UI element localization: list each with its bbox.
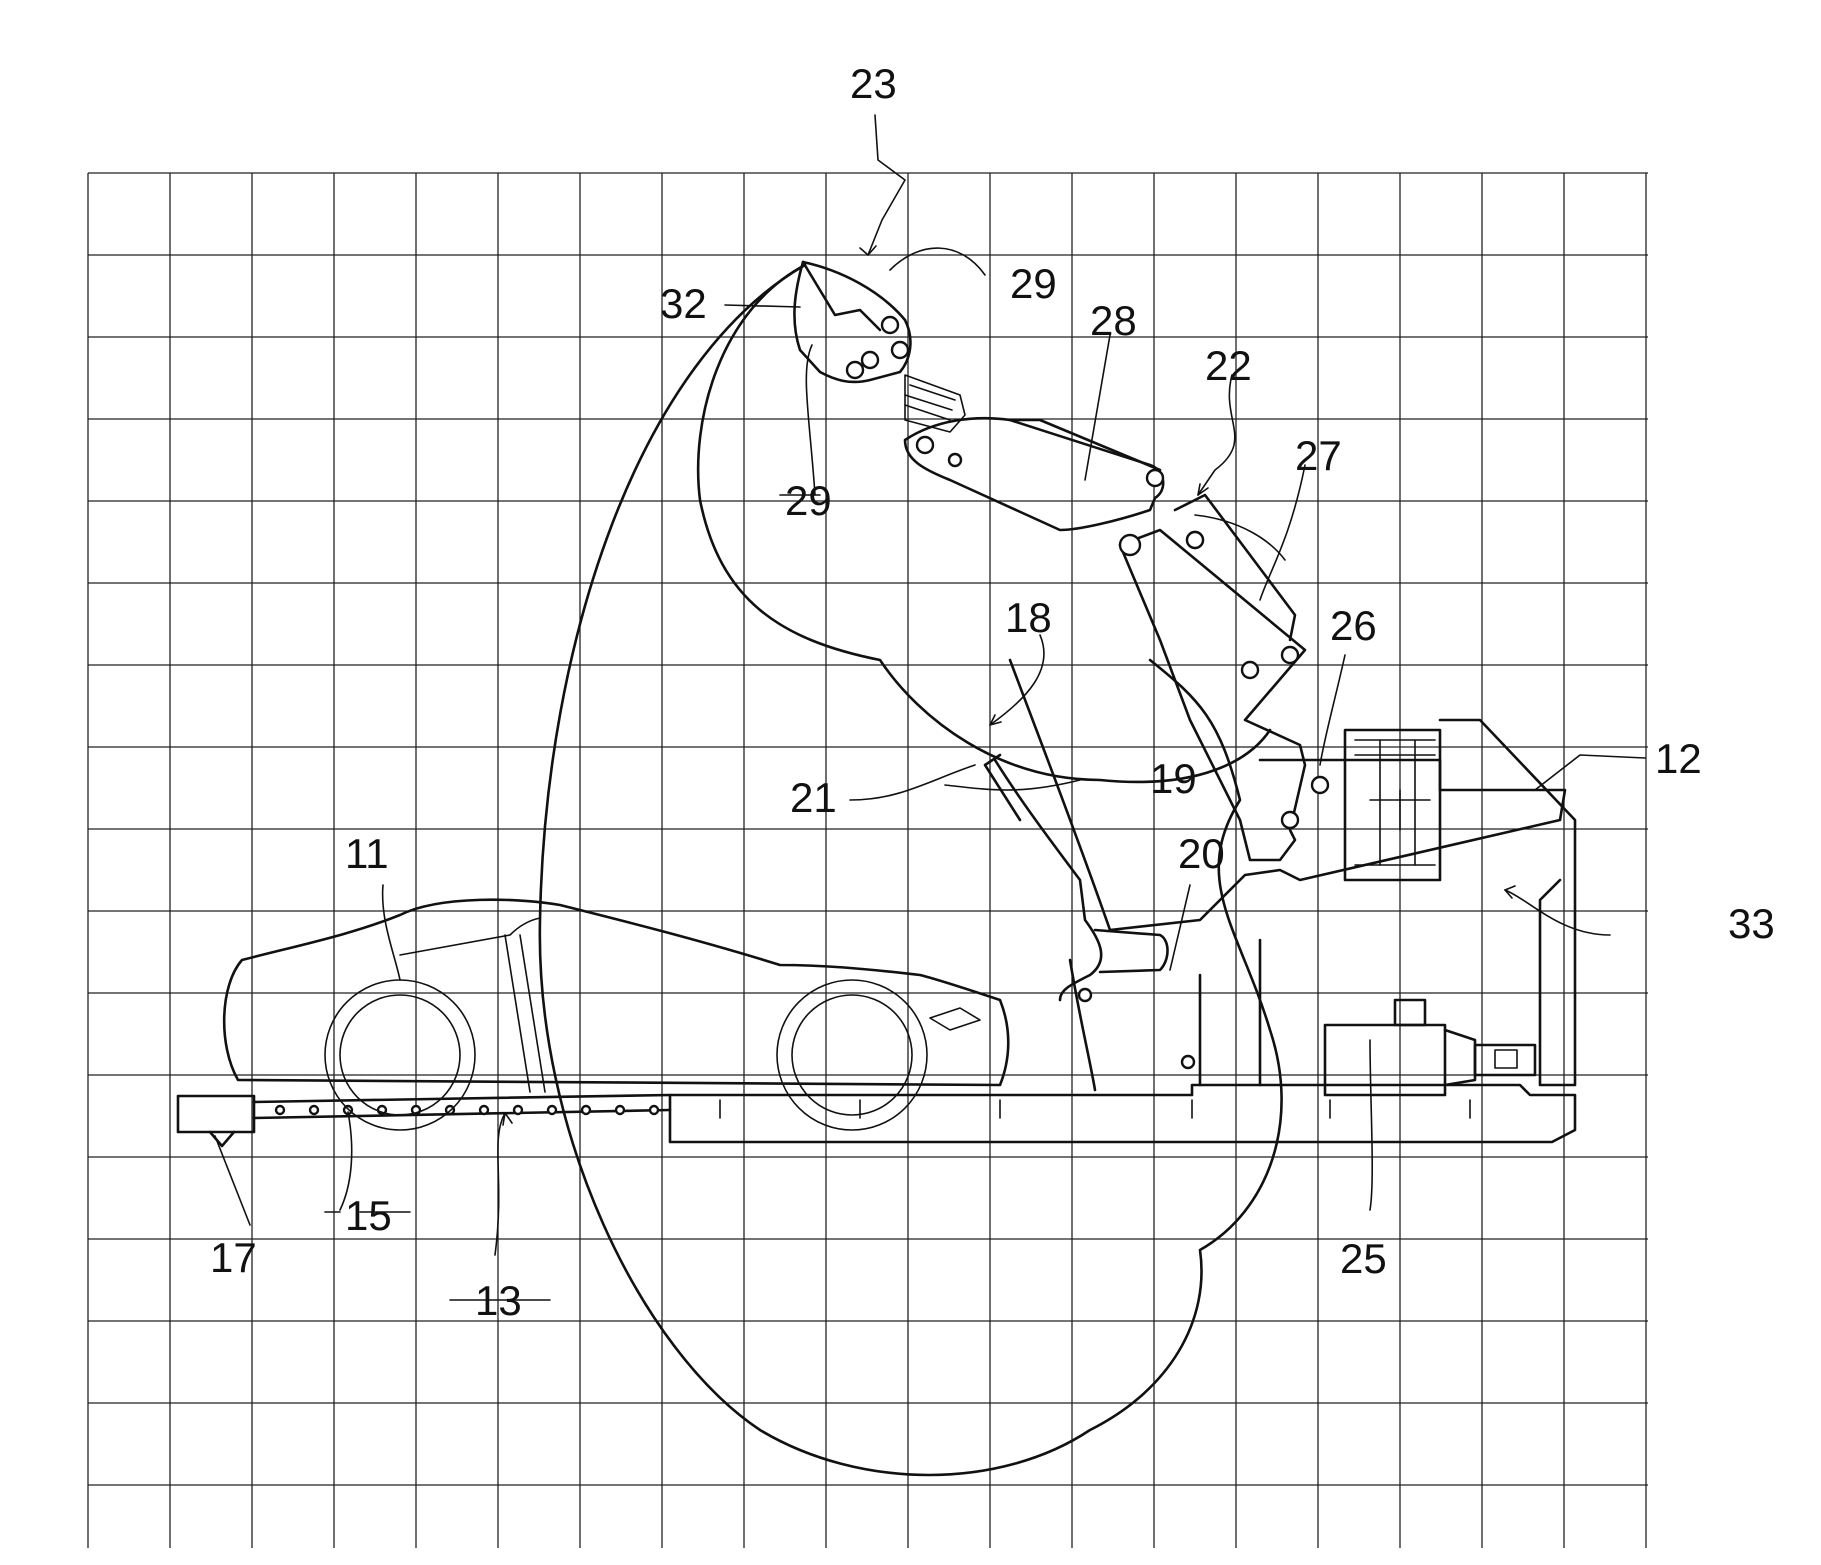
label-23: 23 — [850, 60, 897, 107]
label-25: 25 — [1340, 1235, 1387, 1282]
label-19: 19 — [1150, 755, 1197, 802]
label-29-bottom: 29 — [785, 477, 832, 524]
label-22: 22 — [1205, 342, 1252, 389]
rail-roller — [276, 1106, 284, 1114]
drive-housing — [1345, 720, 1575, 1085]
rail-roller — [514, 1106, 522, 1114]
label-18: 18 — [1005, 594, 1052, 641]
rail-roller — [310, 1106, 318, 1114]
rail-roller — [616, 1106, 624, 1114]
leader-lines — [215, 115, 1645, 1300]
label-11: 11 — [345, 830, 389, 877]
rail-roller — [548, 1106, 556, 1114]
rail-roller — [650, 1106, 658, 1114]
label-17: 17 — [210, 1234, 257, 1281]
label-12: 12 — [1655, 735, 1702, 782]
rail-roller — [582, 1106, 590, 1114]
label-26: 26 — [1330, 602, 1377, 649]
label-21: 21 — [790, 774, 837, 821]
upper-arm — [1120, 495, 1328, 860]
wrist-tool — [794, 262, 965, 432]
motor — [1325, 1000, 1535, 1095]
forearm — [905, 418, 1203, 548]
label-28: 28 — [1090, 297, 1137, 344]
reference-numerals: 23 29 32 28 22 27 29 18 26 12 19 21 11 2… — [210, 60, 1775, 1324]
label-27: 27 — [1295, 432, 1342, 479]
label-15: 15 — [345, 1192, 392, 1239]
reach-envelope — [540, 265, 1282, 1475]
label-33: 33 — [1728, 900, 1775, 947]
label-29-top: 29 — [1010, 260, 1057, 307]
label-13: 13 — [475, 1277, 522, 1324]
rail-roller — [480, 1106, 488, 1114]
label-20: 20 — [1178, 830, 1225, 877]
label-32: 32 — [660, 280, 707, 327]
inner-arm — [985, 755, 1168, 1000]
